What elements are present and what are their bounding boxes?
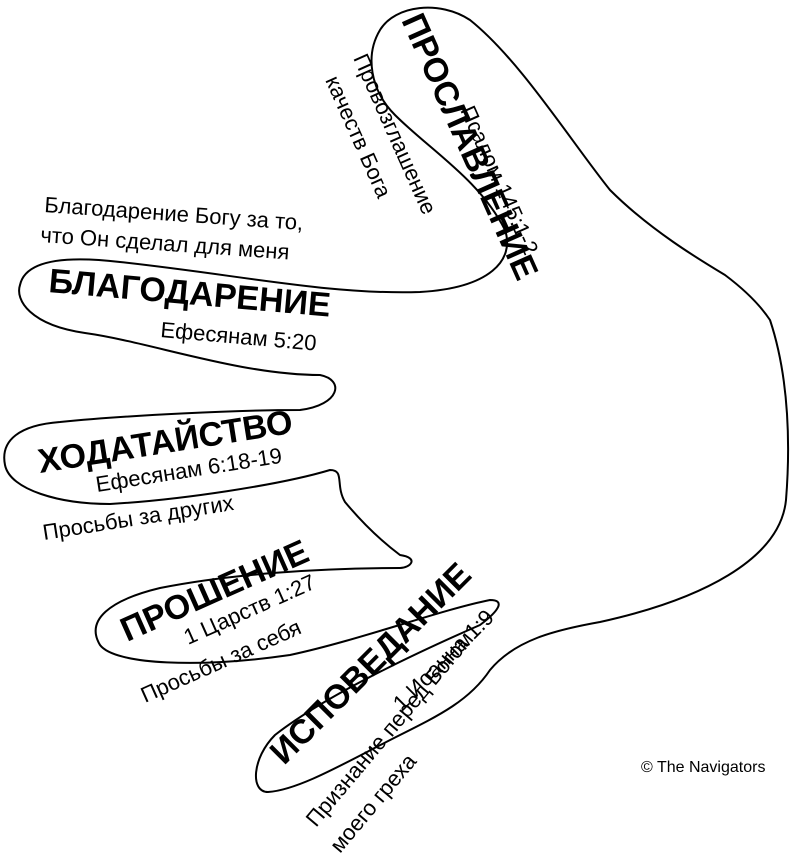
thanksgiving-reference: Ефесянам 5:20 (160, 317, 318, 356)
thanksgiving-finger: Благодарение Богу за то, что Он сделал д… (40, 192, 333, 356)
copyright-notice: © The Navigators (641, 759, 765, 776)
praise-finger: ПРОСЛАВЛЕНИЕ Псалом 145:1-2 Провозглашен… (320, 8, 545, 286)
intercession-description: Просьбы за других (41, 490, 235, 545)
hand-outline (3, 6, 790, 793)
intercession-finger: ХОДАТАЙСТВО Ефесянам 6:18-19 Просьбы за … (35, 402, 295, 545)
petition-finger: ПРОШЕНИЕ 1 Царств 1:27 Просьбы за себя (115, 533, 319, 708)
